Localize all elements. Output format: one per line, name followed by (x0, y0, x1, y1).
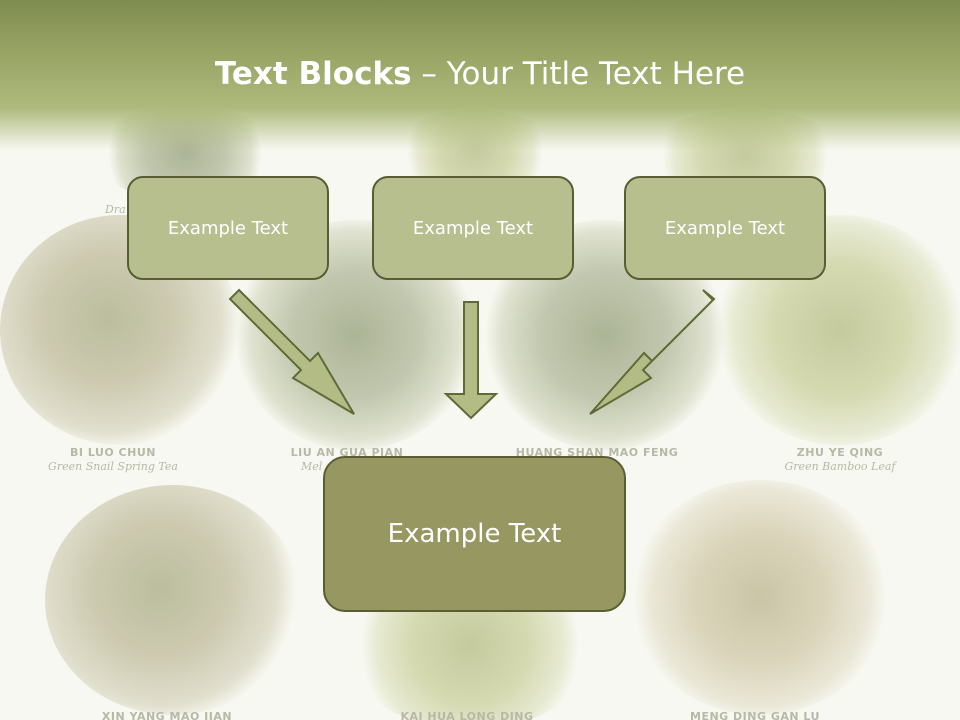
slide-title[interactable]: Text Blocks – Your Title Text Here (0, 56, 960, 92)
text-block-center[interactable]: Example Text (372, 176, 574, 280)
bg-caption-sub: Green Bamboo Leaf (784, 460, 896, 473)
bg-caption-bi-luo-chun: BI LUO CHUN Green Snail Spring Tea (3, 446, 223, 473)
arrow-center-to-bottom (443, 301, 499, 420)
text-block-right[interactable]: Example Text (624, 176, 826, 280)
text-block-right-label: Example Text (664, 217, 786, 239)
text-block-left-label: Example Text (167, 217, 289, 239)
text-block-left[interactable]: Example Text (127, 176, 329, 280)
title-dash: – (411, 56, 447, 92)
bg-caption-name: ZHU YE QING (796, 446, 884, 459)
bg-caption-sub: Dra (105, 203, 126, 216)
bg-caption-xin-yang-mao-jian: XIN YANG MAO JIAN (57, 710, 277, 720)
tea-pile-meng-ding-gan-lu (630, 480, 890, 715)
title-band (0, 0, 960, 150)
text-block-bottom-label: Example Text (387, 519, 562, 549)
bg-caption-name: HUANG SHAN MAO FENG (515, 446, 679, 459)
bg-caption-name: XIN YANG MAO JIAN (101, 710, 233, 720)
arrow-right-to-bottom (589, 289, 716, 415)
bg-caption-meng-ding-gan-lu: MENG DING GAN LU (645, 710, 865, 720)
bg-caption-name: BI LUO CHUN (70, 446, 156, 459)
bg-caption-kai-hua-long-ding: KAI HUA LONG DING (357, 710, 577, 720)
bg-caption-top-left: Dra (8, 202, 228, 216)
bg-caption-name: MENG DING GAN LU (690, 710, 820, 720)
bg-caption-liu-an-gua-pian: LIU AN GUA PIAN Mel (237, 446, 457, 473)
text-block-bottom[interactable]: Example Text (323, 456, 626, 612)
arrow-left-to-bottom (228, 288, 355, 415)
text-block-center-label: Example Text (412, 217, 534, 239)
bg-caption-sub: Mel (301, 460, 323, 473)
tea-pile-xin-yang-mao-jian (45, 485, 300, 715)
title-rest-part: Your Title Text Here (446, 56, 746, 92)
bg-caption-name: KAI HUA LONG DING (400, 710, 534, 720)
title-bold-part: Text Blocks (214, 56, 412, 92)
bg-caption-sub: Green Snail Spring Tea (48, 460, 178, 473)
bg-caption-huang-shan-mao-feng: HUANG SHAN MAO FENG (487, 446, 707, 459)
bg-caption-zhu-ye-qing: ZHU YE QING Green Bamboo Leaf (730, 446, 950, 473)
bg-caption-name: LIU AN GUA PIAN (290, 446, 404, 459)
